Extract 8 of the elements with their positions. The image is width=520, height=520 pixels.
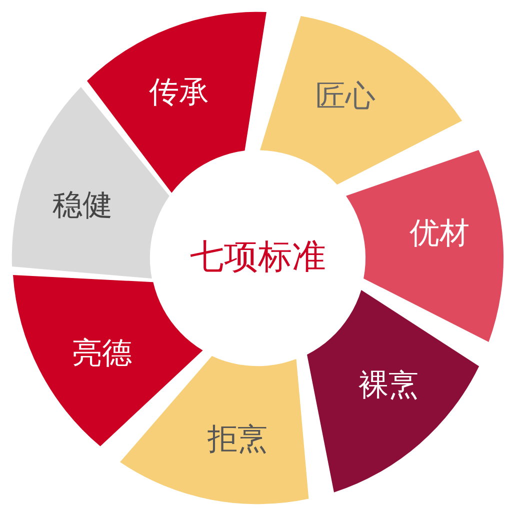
segment-label: 亮德 [72,336,132,371]
segment-label: 传承 [149,76,210,110]
segment-label: 拒烹 [207,422,268,457]
segment-label: 优材 [409,217,470,252]
segment-label: 稳健 [52,189,113,224]
segment-label: 匠心 [315,80,376,114]
segment-label: 裸烹 [358,369,418,404]
center-title: 七项标准 [190,238,326,278]
